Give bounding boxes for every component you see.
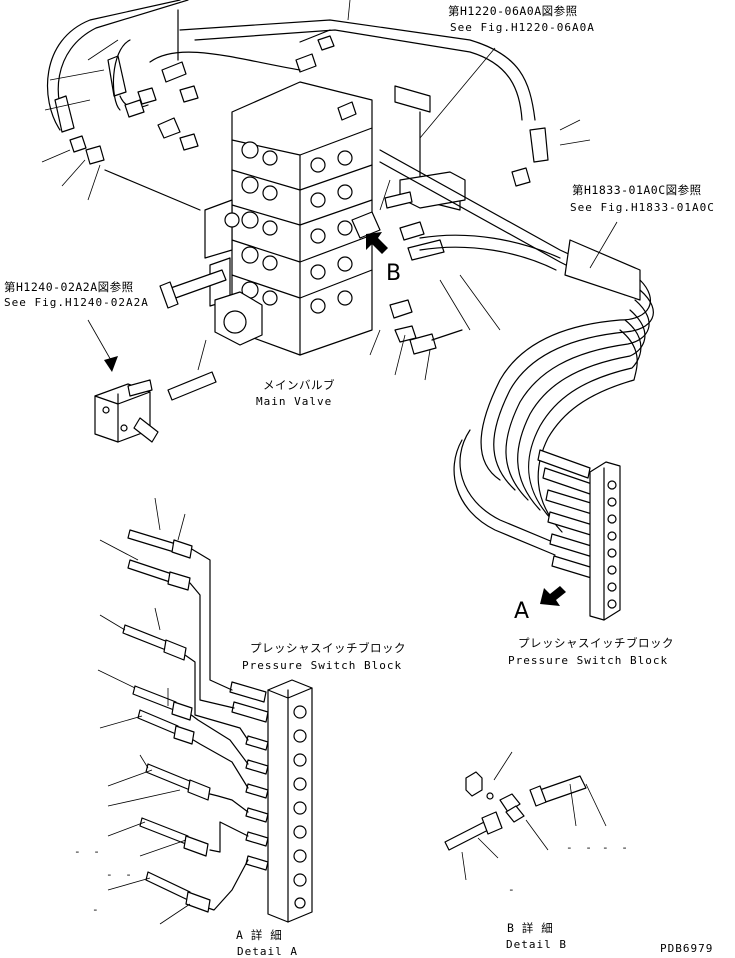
psw-block-detail-jp: プレッシャスイッチブロック [250, 641, 406, 655]
detail-b-drawing [444, 751, 607, 881]
main-valve-en: Main Valve [256, 395, 333, 408]
ref-h1220-en: See Fig.H1220-06A0A [450, 21, 595, 34]
detail-a-jp: A 詳 細 [236, 928, 283, 942]
detail-a-drawing [97, 497, 313, 925]
solenoid-valve-h1240 [87, 319, 217, 443]
ref-h1833-en: See Fig.H1833-01A0C [570, 201, 715, 214]
psw-block-top-jp: プレッシャスイッチブロック [518, 636, 674, 650]
psw-block-top-en: Pressure Switch Block [508, 654, 669, 667]
blank-mark-4: - - [566, 841, 595, 854]
ref-h1220-jp: 第H1220-06A0A図参照 [448, 4, 578, 18]
ref-h1240-en: See Fig.H1240-02A2A [4, 296, 149, 309]
psw-block-detail-en: Pressure Switch Block [242, 659, 403, 672]
detail-b-en: Detail B [506, 938, 567, 951]
detail-a-en: Detail A [237, 945, 298, 958]
ref-h1833-jp: 第H1833-01A0C図参照 [572, 183, 702, 197]
callout-b-arrow [366, 232, 388, 254]
leader-lines [41, 0, 618, 381]
blank-mark-6: - [508, 883, 518, 896]
drawing-number: PDB6979 [660, 942, 714, 955]
blank-mark-5: - - [602, 841, 631, 854]
main-valve-jp: メインバルブ [263, 378, 335, 392]
main-valve-drawing [204, 29, 466, 356]
detail-b-jp: B 詳 細 [507, 921, 554, 935]
callout-a-label: A [514, 599, 530, 624]
blank-mark-2: - - [106, 868, 135, 881]
ref-h1240-jp: 第H1240-02A2A図参照 [4, 280, 134, 294]
blank-mark-1: - - [74, 845, 103, 858]
left-hoses [46, 0, 301, 309]
callout-b-label: B [386, 261, 402, 286]
callout-a-arrow [540, 586, 566, 606]
blank-mark-3: - [92, 903, 102, 916]
hose-bundle [179, 19, 654, 621]
